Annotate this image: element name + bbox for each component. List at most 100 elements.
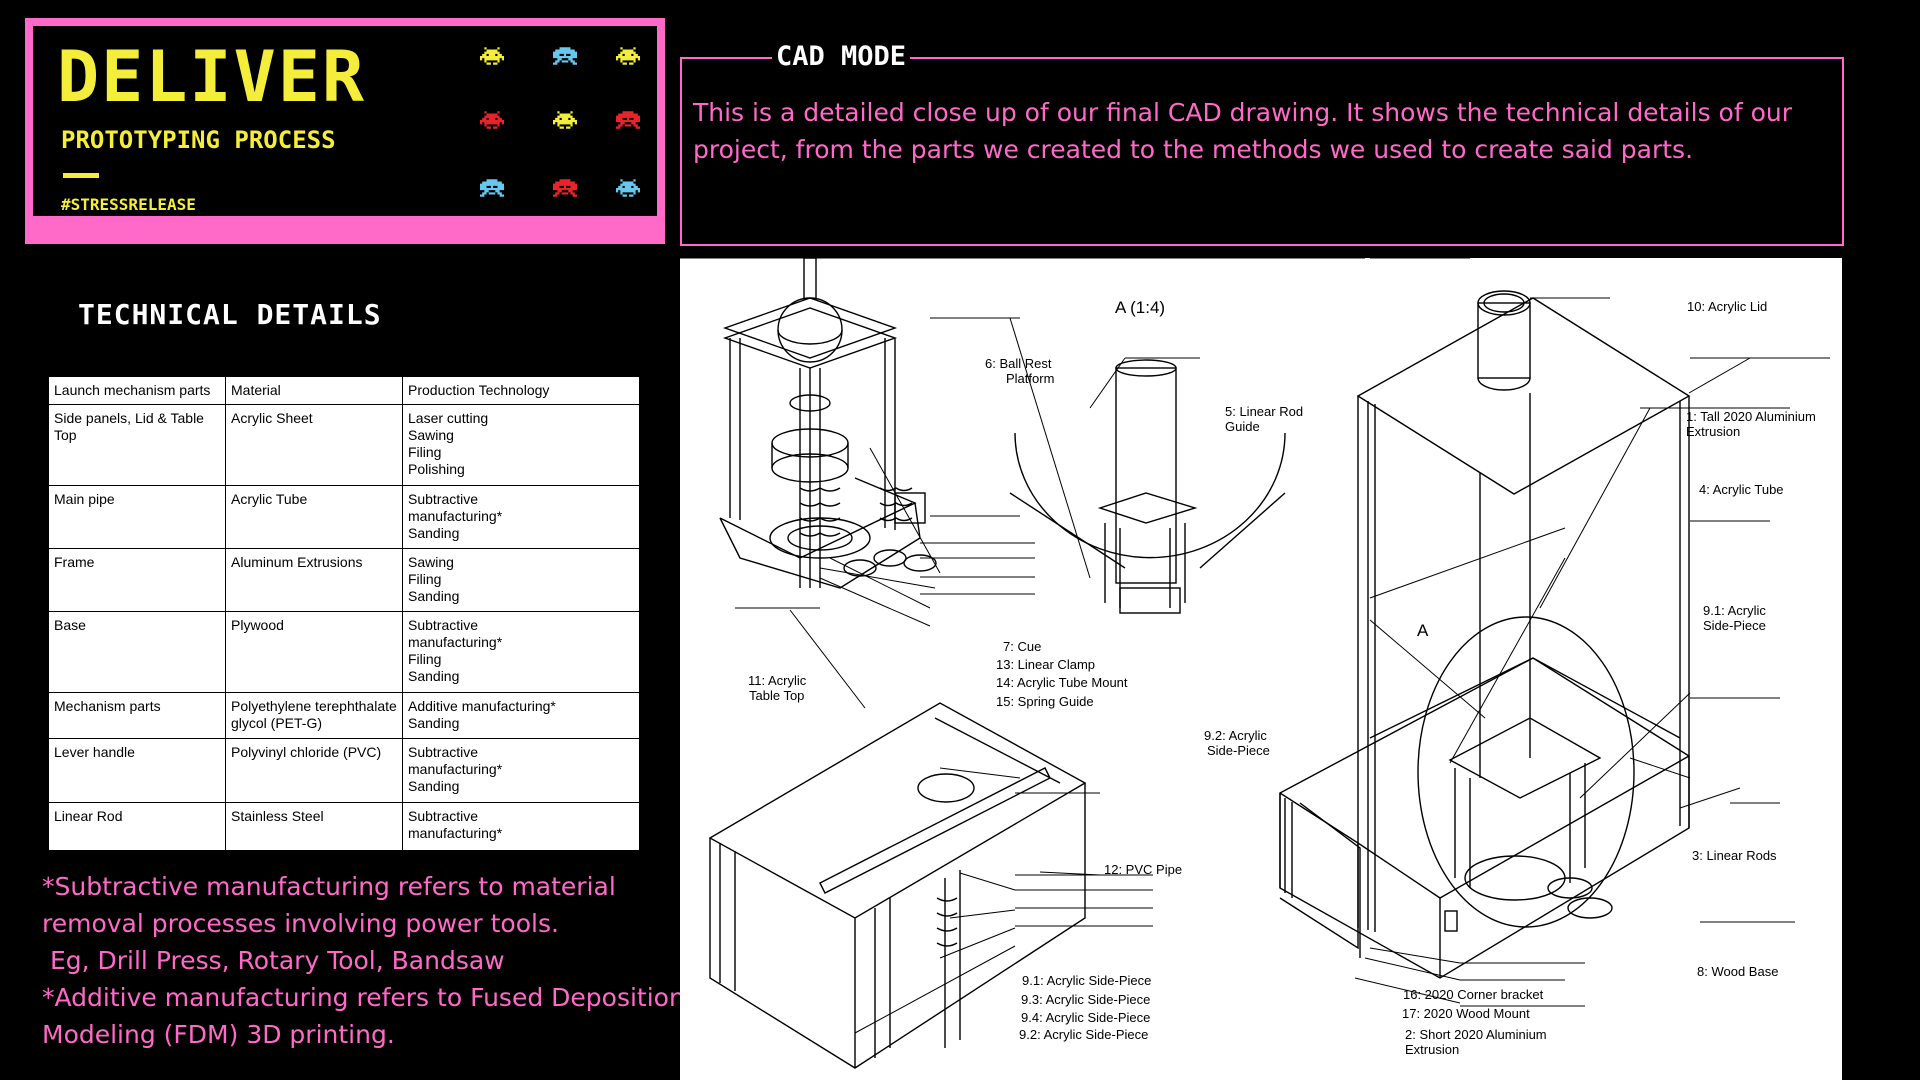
technology-item: Laser cutting xyxy=(408,410,489,426)
part-cell: Main pipe xyxy=(48,484,226,549)
note-line: Eg, Drill Press, Rotary Tool, Bandsaw xyxy=(42,946,505,975)
label-linear-rods: 3: Linear Rods xyxy=(1692,848,1777,863)
label-corner-bracket: 16: 2020 Corner bracket xyxy=(1403,987,1544,1002)
label-underlines xyxy=(920,357,1830,1007)
hashtag: #STRESSRELEASE xyxy=(61,195,196,214)
space-invader-icon xyxy=(616,47,640,65)
label-tall-aluminium-extrusion: 1: Tall 2020 Aluminium xyxy=(1686,409,1816,424)
label-ball-rest-platform: 6: Ball Rest xyxy=(985,356,1052,371)
label-ball-rest-platform: Platform xyxy=(1006,371,1054,386)
detail-marker: A xyxy=(1417,621,1429,640)
note-line: Modeling (FDM) 3D printing. xyxy=(42,1020,395,1049)
detail-view-sketch xyxy=(1009,359,1286,614)
title-divider xyxy=(63,173,99,178)
label-acrylic-side-piece-left: 9.2: Acrylic xyxy=(1204,728,1267,743)
label-linear-rod-guide: Guide xyxy=(1225,419,1260,434)
header-inner: DELIVER PROTOTYPING PROCESS #STRESSRELEA… xyxy=(33,26,657,216)
space-invader-icon xyxy=(616,179,640,197)
technology-cell: Additive manufacturing*Sanding xyxy=(402,691,640,740)
part-cell: Mechanism parts xyxy=(48,691,226,740)
technology-item: Sanding xyxy=(408,714,460,731)
column-header: Launch mechanism parts xyxy=(48,376,226,405)
technology-item: manufacturing* xyxy=(408,761,503,778)
technology-item: Additive manufacturing* xyxy=(408,697,556,714)
space-invader-icon xyxy=(480,47,504,65)
part-cell: Side panels, Lid & Table Top xyxy=(48,404,226,486)
label-wood-base: 8: Wood Base xyxy=(1697,964,1778,979)
label-short-aluminium-extrusion: 2: Short 2020 Aluminium xyxy=(1405,1027,1547,1042)
material-cell: Acrylic Sheet xyxy=(225,404,403,486)
label-acrylic-side-piece-9-3: 9.3: Acrylic Side-Piece xyxy=(1021,992,1150,1007)
technology-item: manufacturing* xyxy=(408,634,503,651)
part-cell: Frame xyxy=(48,547,226,613)
tall-assembly-sketch xyxy=(1279,290,1691,979)
cad-mode-box xyxy=(680,57,1844,246)
mechanism-sketch xyxy=(719,258,937,589)
detail-view-title: A (1:4) xyxy=(1115,298,1165,317)
material-cell: Acrylic Tube xyxy=(225,484,403,549)
label-acrylic-side-piece-left: Side-Piece xyxy=(1207,743,1270,758)
cad-drawing: A (1:4) A 6: Ball Rest Platform 5: Linea… xyxy=(680,258,1842,1080)
technology-item: Sanding xyxy=(408,524,460,541)
space-invader-icon xyxy=(553,179,577,197)
label-spring-guide: 15: Spring Guide xyxy=(996,694,1094,709)
note-line: removal processes involving power tools. xyxy=(42,909,559,938)
label-acrylic-tube-mount: 14: Acrylic Tube Mount xyxy=(996,675,1128,690)
material-cell: Polyethylene terephthalate glycol (PET-G… xyxy=(225,691,403,740)
label-linear-rod-guide: 5: Linear Rod xyxy=(1225,404,1303,419)
table-header-row: Launch mechanism parts Material Producti… xyxy=(48,376,640,405)
cad-drawing-svg: A (1:4) A 6: Ball Rest Platform 5: Linea… xyxy=(680,258,1830,1069)
label-short-aluminium-extrusion: Extrusion xyxy=(1405,1042,1459,1057)
technology-item: Filing xyxy=(408,570,442,587)
label-acrylic-lid: 10: Acrylic Lid xyxy=(1687,299,1767,314)
table-sketch xyxy=(708,702,1087,1069)
space-invader-icon xyxy=(480,111,504,129)
technology-item: Sanding xyxy=(408,778,460,795)
material-cell: Polyvinyl chloride (PVC) xyxy=(225,738,403,803)
space-invader-icon xyxy=(480,179,504,197)
technical-details-table: Launch mechanism parts Material Producti… xyxy=(48,376,640,852)
note-line: *Subtractive manufacturing refers to mat… xyxy=(42,872,616,901)
page-subtitle: PROTOTYPING PROCESS xyxy=(61,126,336,154)
leader-lines xyxy=(680,258,1751,1034)
label-acrylic-side-piece-9-1: 9.1: Acrylic Side-Piece xyxy=(1022,973,1151,988)
material-cell: Stainless Steel xyxy=(225,801,403,852)
technology-item: Subtractive xyxy=(408,744,479,761)
label-acrylic-tube: 4: Acrylic Tube xyxy=(1699,482,1784,497)
technology-item: manufacturing* xyxy=(408,507,503,524)
part-cell: Lever handle xyxy=(48,738,226,803)
material-cell: Plywood xyxy=(225,611,403,693)
technology-item: Sawing xyxy=(408,427,454,443)
column-header: Production Technology xyxy=(402,376,640,405)
label-acrylic-side-piece: 9.1: Acrylic xyxy=(1703,603,1766,618)
technology-item: Subtractive xyxy=(408,617,479,634)
label-linear-clamp: 13: Linear Clamp xyxy=(996,657,1095,672)
page-title: DELIVER xyxy=(57,36,367,118)
technology-item: Sanding xyxy=(408,587,460,604)
label-pvc-pipe: 12: PVC Pipe xyxy=(1104,862,1182,877)
technology-item: Subtractive xyxy=(408,807,479,824)
part-cell: Base xyxy=(48,611,226,693)
technology-item: Sawing xyxy=(408,553,454,570)
label-wood-mount: 17: 2020 Wood Mount xyxy=(1402,1006,1530,1021)
label-acrylic-side-piece: Side-Piece xyxy=(1703,618,1766,633)
technical-details-title: TECHNICAL DETAILS xyxy=(78,298,382,331)
space-invader-icon xyxy=(553,111,577,129)
manufacturing-notes: *Subtractive manufacturing refers to mat… xyxy=(42,868,685,1053)
label-tall-aluminium-extrusion: Extrusion xyxy=(1686,424,1740,439)
technology-item: Filing xyxy=(408,444,442,460)
part-cell: Linear Rod xyxy=(48,801,226,852)
material-cell: Aluminum Extrusions xyxy=(225,547,403,613)
space-invader-icon xyxy=(553,47,577,65)
